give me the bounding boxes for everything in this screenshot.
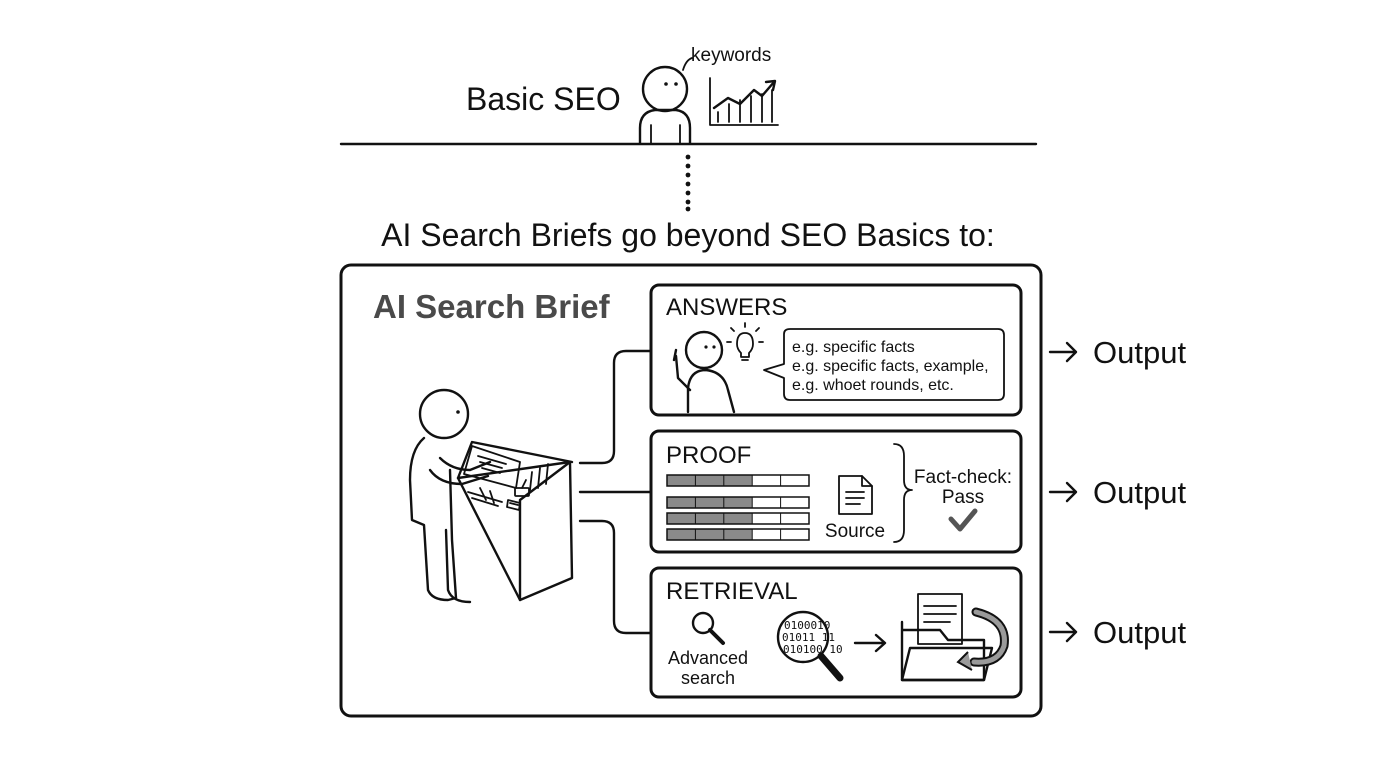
connector-retrieval	[578, 519, 654, 635]
binary-line-2: 01011 11	[782, 631, 835, 644]
bar-cell	[780, 475, 809, 486]
binary-line-3: 010100 10	[783, 643, 843, 656]
bar-cell	[667, 529, 696, 540]
answers-line-3: e.g. whoet rounds, etc.	[792, 377, 954, 394]
bar-cell	[752, 529, 781, 540]
retrieval-section	[649, 566, 1023, 699]
proof-title: PROOF	[666, 442, 751, 469]
check-icon	[948, 508, 978, 532]
bar-cell	[780, 529, 809, 540]
factcheck-label: Fact-check:	[914, 467, 1012, 488]
folder-documents-icon	[900, 593, 1009, 682]
growth-chart-icon	[709, 77, 779, 126]
output-arrow-icon	[1048, 481, 1078, 503]
bar-cell	[667, 475, 696, 486]
output-answers: Output	[1048, 335, 1186, 370]
document-icon	[838, 475, 873, 515]
basic-seo-label: Basic SEO	[466, 81, 621, 117]
connector-answers	[578, 349, 654, 465]
bar-outline	[666, 496, 810, 509]
bar-outline	[666, 528, 810, 541]
speech-tail-icon	[682, 57, 693, 71]
output-label: Output	[1093, 335, 1186, 370]
dotted-connector	[685, 154, 691, 212]
headline: AI Search Briefs go beyond SEO Basics to…	[381, 217, 995, 253]
bar-cell	[752, 475, 781, 486]
answers-section	[649, 283, 1023, 417]
magnifier-binary-icon	[776, 610, 844, 682]
bar-cell	[780, 513, 809, 524]
evidence-bar	[666, 528, 810, 541]
output-retrieval: Output	[1048, 615, 1186, 650]
advanced-search-line-1: Advanced	[668, 648, 748, 668]
keywords-speech: keywords	[691, 45, 771, 66]
advanced-search-line-2: search	[681, 668, 735, 688]
output-proof: Output	[1048, 475, 1186, 510]
bar-cell	[752, 513, 781, 524]
brace-icon	[893, 443, 913, 543]
answers-speech-bubble	[763, 328, 1005, 401]
person-at-terminal-icon	[408, 388, 574, 604]
bar-cell	[723, 529, 753, 540]
bar-cell	[723, 497, 753, 508]
evidence-bar	[666, 496, 810, 509]
output-arrow-icon	[1048, 341, 1078, 363]
retrieval-title: RETRIEVAL	[666, 578, 798, 605]
output-label: Output	[1093, 475, 1186, 510]
answers-line-2: e.g. specific facts, example,	[792, 358, 989, 375]
search-icon	[691, 611, 725, 645]
idea-person-icon	[672, 330, 736, 414]
bar-cell	[695, 497, 724, 508]
arrow-right-icon	[853, 633, 887, 653]
bar-cell	[667, 513, 696, 524]
bar-cell	[723, 513, 753, 524]
output-arrow-icon	[1048, 621, 1078, 643]
bar-cell	[695, 529, 724, 540]
factcheck-result: Pass	[942, 487, 984, 508]
binary-line-1: 0100010	[784, 619, 830, 632]
thinking-person-icon	[638, 65, 692, 145]
bar-cell	[752, 497, 781, 508]
source-label: Source	[825, 521, 885, 542]
answers-line-1: e.g. specific facts	[792, 339, 915, 356]
bar-outline	[666, 512, 810, 525]
answers-title: ANSWERS	[666, 294, 787, 321]
bar-cell	[667, 497, 696, 508]
bar-cell	[695, 513, 724, 524]
evidence-bar	[666, 474, 810, 487]
bar-cell	[695, 475, 724, 486]
bar-outline	[666, 474, 810, 487]
evidence-bars	[666, 474, 810, 541]
brief-title: AI Search Brief	[373, 288, 611, 325]
evidence-bar	[666, 512, 810, 525]
output-label: Output	[1093, 615, 1186, 650]
lightbulb-icon	[726, 322, 764, 361]
bar-cell	[780, 497, 809, 508]
bar-cell	[723, 475, 753, 486]
